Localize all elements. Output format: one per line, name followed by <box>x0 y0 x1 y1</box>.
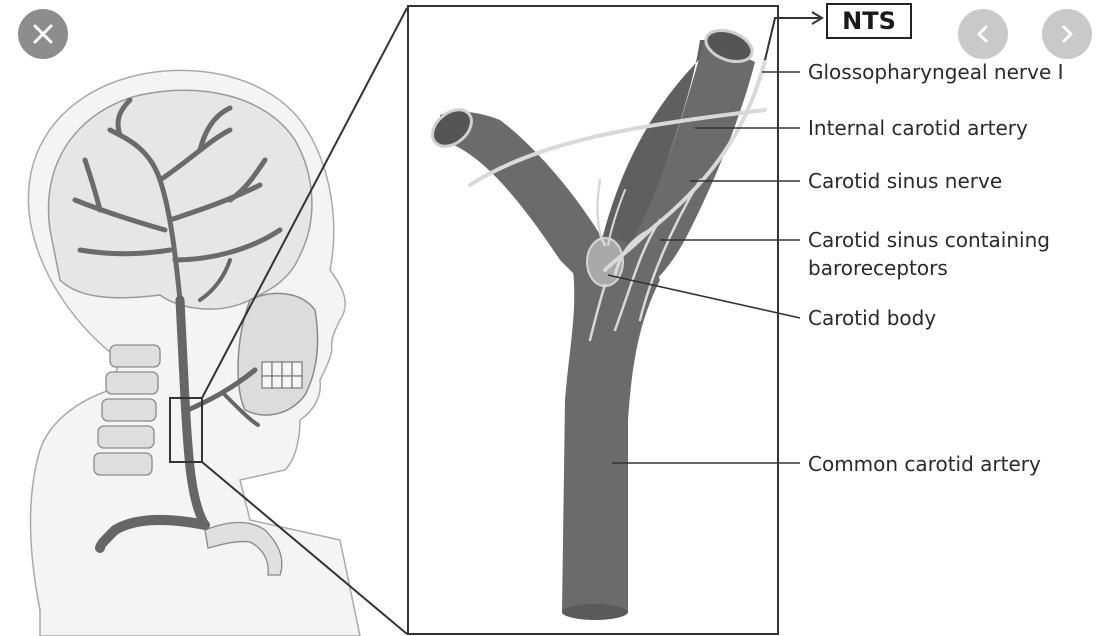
teeth <box>262 362 302 388</box>
label-glossopharyngeal-nerve: Glossopharyngeal nerve I <box>808 60 1064 84</box>
bifurcation-panel <box>408 6 822 634</box>
chevron-right-icon <box>1057 24 1077 44</box>
next-button[interactable] <box>1042 9 1092 59</box>
chevron-left-icon <box>973 24 993 44</box>
label-carotid-sinus-line2: baroreceptors <box>808 256 948 280</box>
label-internal-carotid-artery: Internal carotid artery <box>808 116 1028 140</box>
cervical-spine <box>94 345 160 475</box>
label-common-carotid-artery: Common carotid artery <box>808 452 1041 476</box>
nts-box: NTS <box>826 3 912 39</box>
label-carotid-body: Carotid body <box>808 306 936 330</box>
close-icon <box>32 23 54 45</box>
label-carotid-sinus-nerve: Carotid sinus nerve <box>808 169 1002 193</box>
close-button[interactable] <box>18 9 68 59</box>
previous-button[interactable] <box>958 9 1008 59</box>
label-carotid-sinus-line1: Carotid sinus containing <box>808 228 1050 252</box>
common-carotid-end <box>562 604 628 620</box>
head-illustration <box>28 70 360 636</box>
skull <box>48 90 311 309</box>
nts-label: NTS <box>842 7 896 35</box>
